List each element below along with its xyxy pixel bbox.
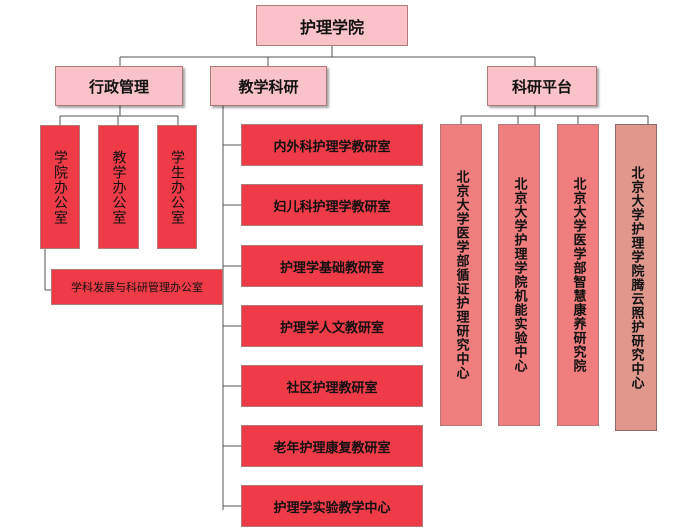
admin-office-3-label: 学生办公室: [169, 149, 185, 225]
research-center-4-label: 北京大学护理学院腾云照护研究中心: [628, 165, 644, 390]
research-center-1-label: 北京大学医学部循证护理研究中心: [453, 170, 469, 380]
discipline-office-label: 学科发展与科研管理办公室: [71, 281, 203, 294]
teaching-unit-2-label: 妇儿科护理学教研室: [273, 199, 391, 215]
node-admin: 行政管理: [55, 66, 183, 106]
teaching-unit-4-label: 护理学人文教研室: [279, 320, 384, 336]
teaching-unit-3-label: 护理学基础教研室: [279, 260, 384, 276]
research-center-1: 北京大学医学部循证护理研究中心: [440, 124, 482, 426]
teaching-unit-1-label: 内外科护理学教研室: [273, 139, 391, 155]
teaching-unit-2: 妇儿科护理学教研室: [241, 184, 423, 226]
teaching-unit-3: 护理学基础教研室: [241, 245, 423, 287]
teaching-unit-5-label: 社区护理教研室: [286, 380, 378, 396]
teaching-unit-5: 社区护理教研室: [241, 365, 423, 407]
teaching-unit-6: 老年护理康复教研室: [241, 425, 423, 467]
teaching-unit-4: 护理学人文教研室: [241, 305, 423, 347]
admin-office-1-label: 学院办公室: [52, 149, 68, 225]
node-teaching-label: 教学科研: [238, 77, 299, 96]
teaching-unit-6-label: 老年护理康复教研室: [273, 440, 391, 456]
admin-office-2: 教学办公室: [98, 125, 139, 249]
research-center-3-label: 北京大学医学部智慧康养研究院: [570, 177, 586, 373]
research-center-2-label: 北京大学护理学院机能实验中心: [511, 177, 527, 373]
root-label: 护理学院: [299, 17, 364, 37]
admin-office-1: 学院办公室: [40, 125, 80, 249]
research-center-2: 北京大学护理学院机能实验中心: [498, 124, 540, 426]
admin-office-3: 学生办公室: [157, 125, 197, 249]
research-center-3: 北京大学医学部智慧康养研究院: [557, 124, 599, 426]
admin-office-2-label: 教学办公室: [110, 149, 127, 225]
node-research-label: 科研平台: [511, 77, 572, 96]
teaching-unit-7-label: 护理学实验教学中心: [273, 500, 391, 516]
node-research: 科研平台: [487, 66, 597, 106]
discipline-office: 学科发展与科研管理办公室: [51, 269, 223, 305]
research-center-4: 北京大学护理学院腾云照护研究中心: [615, 124, 657, 431]
node-admin-label: 行政管理: [88, 77, 149, 96]
root-node: 护理学院: [256, 5, 408, 46]
teaching-unit-7: 护理学实验教学中心: [241, 485, 423, 527]
teaching-unit-1: 内外科护理学教研室: [241, 124, 423, 166]
node-teaching: 教学科研: [210, 66, 327, 106]
